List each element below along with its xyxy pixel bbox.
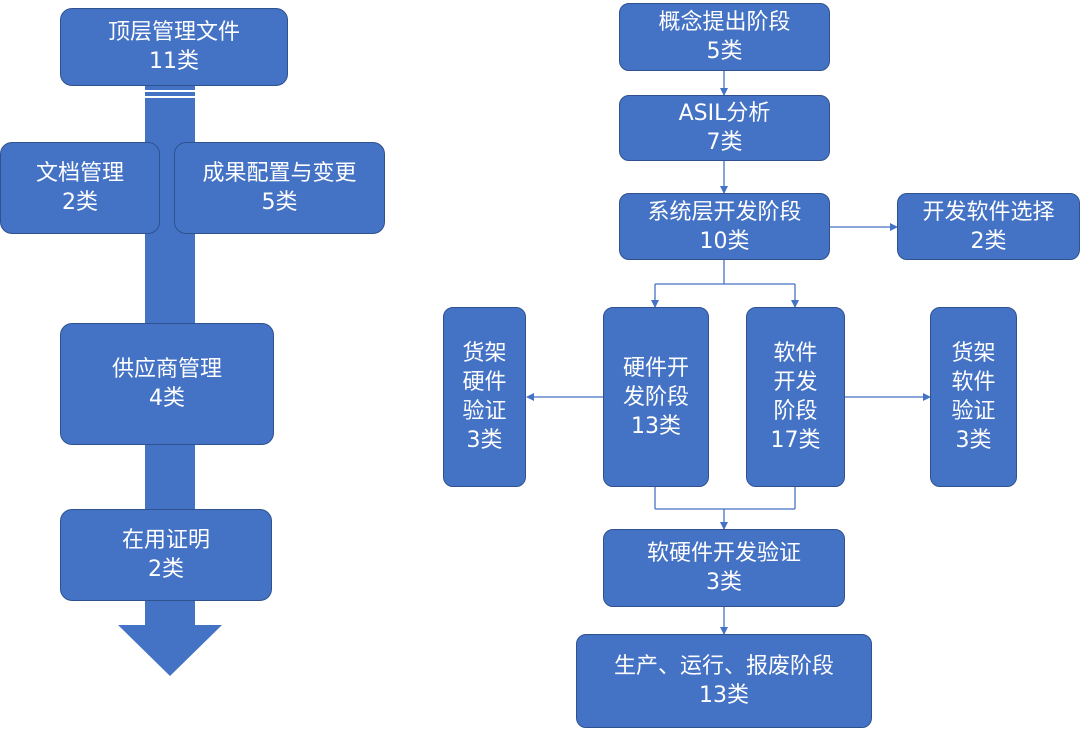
box-count: 2类 <box>970 228 1007 254</box>
box-line: 发阶段 <box>622 384 689 410</box>
concept-phase-box: 概念提出阶段 5类 <box>619 3 830 71</box>
box-count: 11类 <box>149 49 199 74</box>
ots-software-verify-box: 货架 软件 验证 3类 <box>930 307 1017 487</box>
box-title: 文档管理 <box>35 161 124 186</box>
hw-sw-dev-verify-box: 软硬件开发验证 3类 <box>603 529 845 607</box>
box-title: 软硬件开发验证 <box>646 541 801 566</box>
box-count: 5类 <box>706 39 743 64</box>
box-line: 货架 <box>462 341 507 366</box>
box-count: 17类 <box>770 428 821 453</box>
box-count: 3类 <box>955 428 992 453</box>
box-count: 13类 <box>699 683 749 708</box>
config-change-box: 成果配置与变更 5类 <box>174 142 385 234</box>
asil-analysis-box: ASIL分析 7类 <box>619 95 830 161</box>
production-phase-box: 生产、运行、报废阶段 13类 <box>576 634 872 728</box>
box-count: 2类 <box>62 190 98 215</box>
ots-hardware-verify-box: 货架 硬件 验证 3类 <box>443 307 526 487</box>
box-count: 5类 <box>261 190 298 215</box>
doc-management-box: 文档管理 2类 <box>0 142 160 234</box>
box-title: 系统层开发阶段 <box>647 199 802 225</box>
top-level-docs-box: 顶层管理文件 11类 <box>60 8 288 86</box>
box-title: 在用证明 <box>121 528 210 553</box>
box-title: 概念提出阶段 <box>658 10 791 35</box>
box-title: ASIL分析 <box>678 101 771 126</box>
box-line: 验证 <box>462 399 507 424</box>
box-line: 硬件开 <box>622 355 689 381</box>
box-line: 软件 <box>951 370 996 395</box>
box-count: 3类 <box>466 428 503 453</box>
box-count: 13类 <box>631 413 681 439</box>
box-count: 4类 <box>149 386 185 411</box>
box-count: 10类 <box>699 228 750 254</box>
supplier-management-box: 供应商管理 4类 <box>60 323 274 445</box>
box-line: 开发 <box>773 370 818 395</box>
box-line: 货架 <box>951 341 996 366</box>
box-title: 供应商管理 <box>111 357 222 382</box>
system-dev-phase-box: 系统层开发阶段 10类 <box>619 193 830 260</box>
dev-software-selection-box: 开发软件选择 2类 <box>897 193 1080 260</box>
box-count: 3类 <box>706 570 742 595</box>
box-title: 顶层管理文件 <box>107 20 240 45</box>
software-dev-phase-box: 软件 开发 阶段 17类 <box>746 307 845 487</box>
box-count: 7类 <box>706 130 743 155</box>
box-title: 开发软件选择 <box>922 199 1055 225</box>
box-title: 成果配置与变更 <box>202 161 357 186</box>
box-count: 2类 <box>148 557 184 582</box>
box-title: 生产、运行、报废阶段 <box>613 654 834 679</box>
box-line: 验证 <box>951 399 996 424</box>
box-line: 阶段 <box>773 399 818 424</box>
box-line: 软件 <box>773 341 818 366</box>
hardware-dev-phase-box: 硬件开 发阶段 13类 <box>603 307 709 487</box>
box-line: 硬件 <box>462 370 507 395</box>
proven-in-use-box: 在用证明 2类 <box>60 509 272 601</box>
